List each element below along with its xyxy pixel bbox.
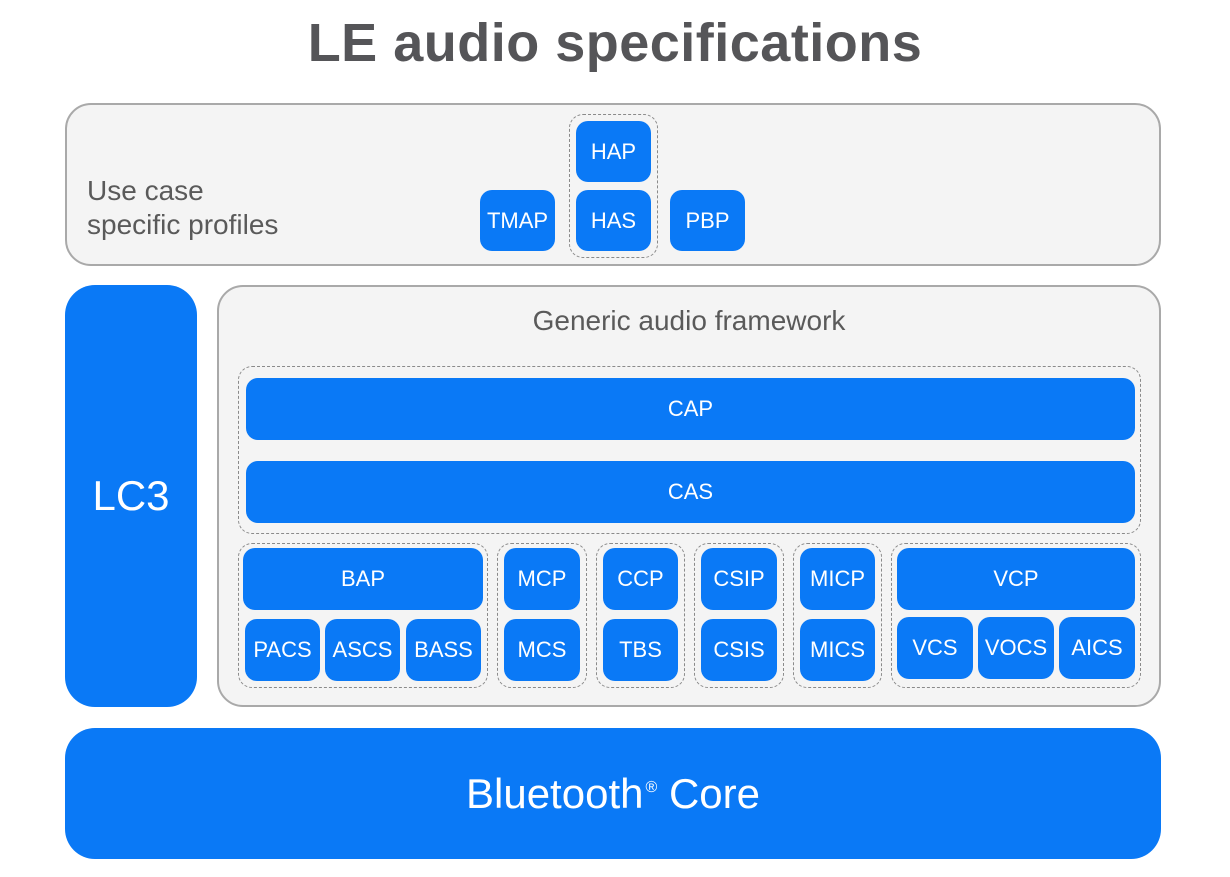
micp-group [793,543,882,688]
ccp-group [596,543,685,688]
vocs-box[interactable]: VOCS [978,617,1054,679]
hearing-access-group [569,114,658,258]
use-case-label-line1: Use case [87,175,204,206]
profile-hap[interactable]: HAP [576,121,651,182]
profile-has[interactable]: HAS [576,190,651,251]
profile-pbp[interactable]: PBP [670,190,745,251]
micp-box[interactable]: MICP [800,548,875,610]
mics-box[interactable]: MICS [800,619,875,681]
cap-box[interactable]: CAP [246,378,1135,440]
pacs-box[interactable]: PACS [245,619,320,681]
core-name: Bluetooth [466,769,644,817]
mcp-group [497,543,587,688]
ccp-box[interactable]: CCP [603,548,678,610]
bluetooth-core-block[interactable]: Bluetooth® Core [65,728,1161,859]
cas-box[interactable]: CAS [246,461,1135,523]
tbs-box[interactable]: TBS [603,619,678,681]
generic-audio-framework-label: Generic audio framework [532,305,846,336]
csis-box[interactable]: CSIS [701,619,777,681]
aics-box[interactable]: AICS [1059,617,1135,679]
registered-mark: ® [645,778,658,796]
cap-cas-group [238,366,1141,534]
bap-box[interactable]: BAP [243,548,483,610]
bass-box[interactable]: BASS [406,619,481,681]
vcp-group [891,543,1141,688]
ascs-box[interactable]: ASCS [325,619,400,681]
core-suffix: Core [657,769,760,817]
vcs-box[interactable]: VCS [897,617,973,679]
mcs-box[interactable]: MCS [504,619,580,681]
mcp-box[interactable]: MCP [504,548,580,610]
bap-group [238,543,488,688]
csip-group [694,543,784,688]
lc3-block[interactable]: LC3 [65,285,197,707]
profile-tmap[interactable]: TMAP [480,190,555,251]
use-case-label-line2: specific profiles [87,209,279,240]
csip-box[interactable]: CSIP [701,548,777,610]
vcp-box[interactable]: VCP [897,548,1135,610]
diagram-title: LE audio specifications [307,13,923,73]
